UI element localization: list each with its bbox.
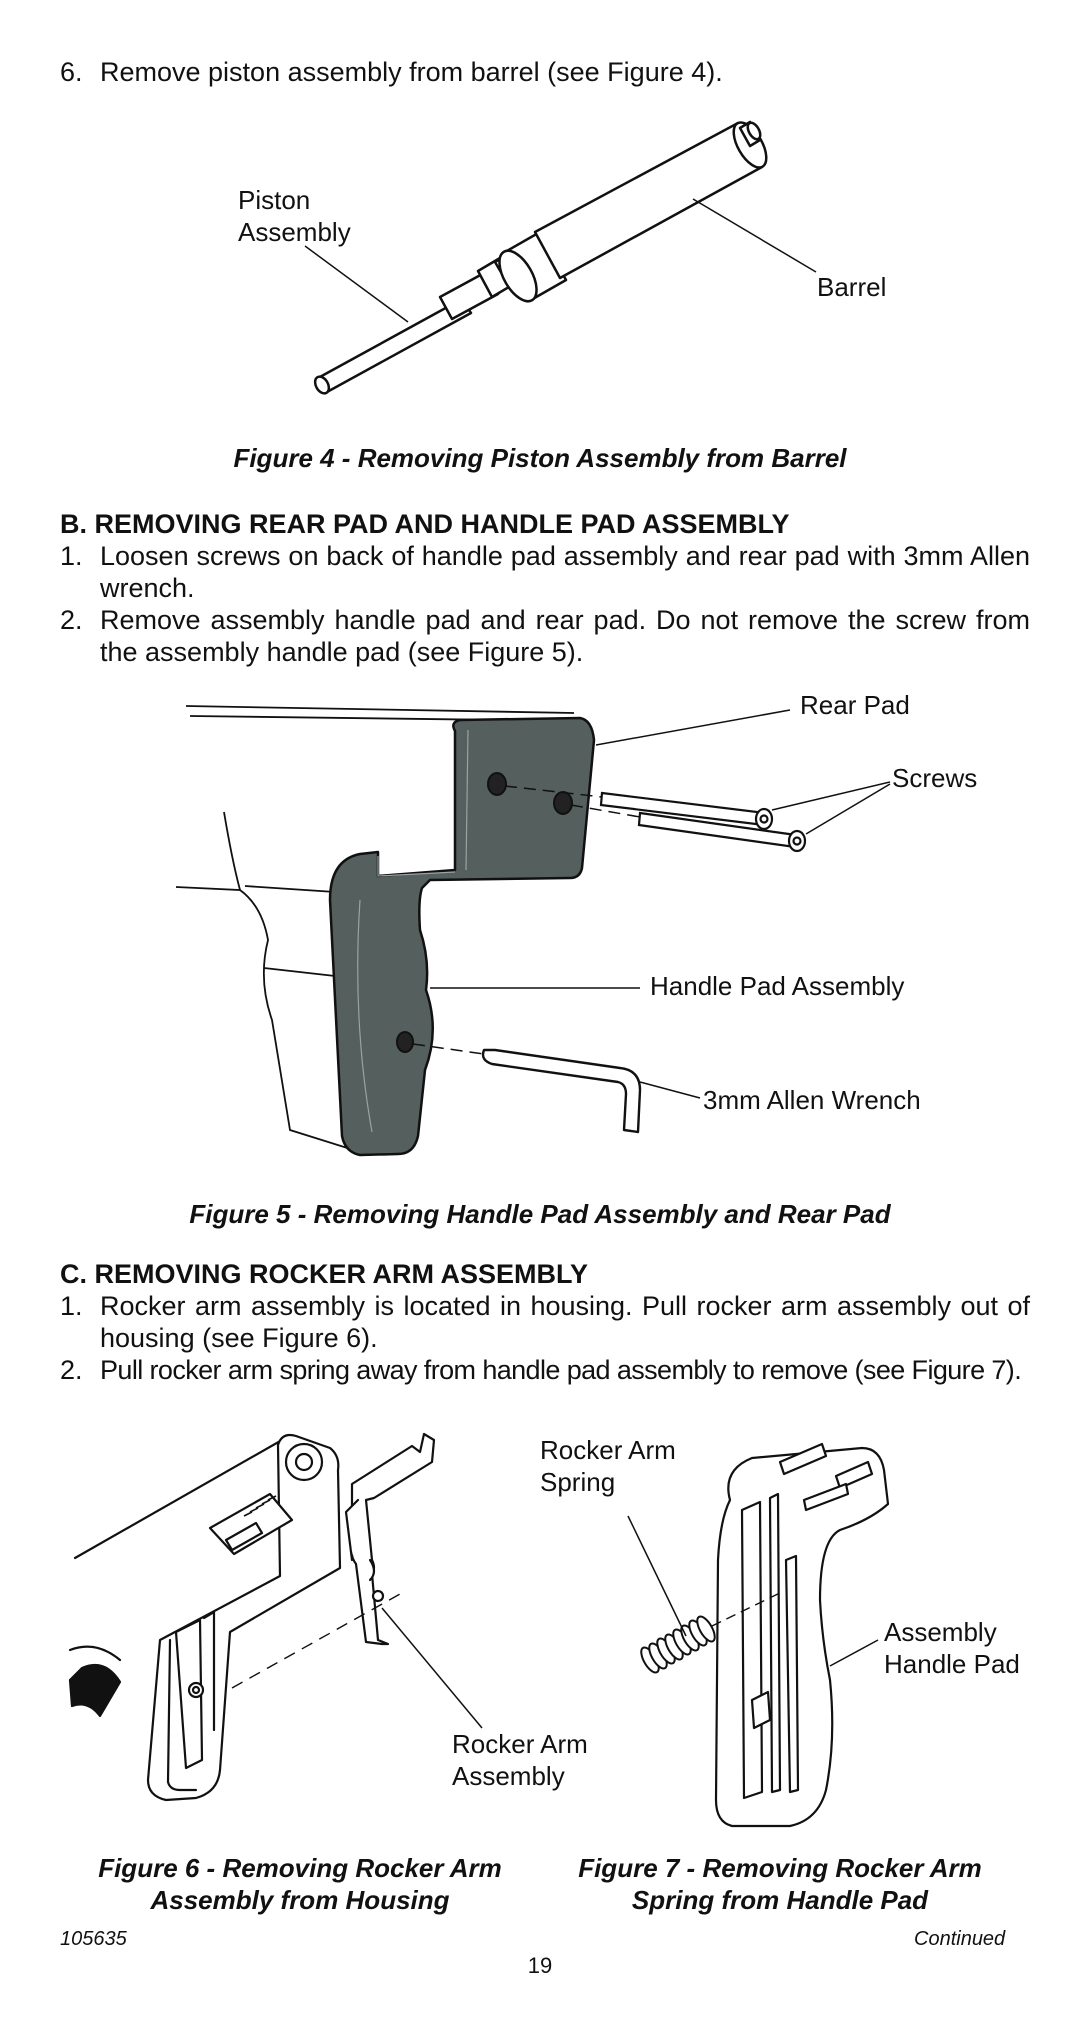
page-number: 19	[527, 1953, 553, 1978]
figure-4-caption: Figure 4 - Removing Piston Assembly from…	[233, 443, 847, 473]
step-number: 1.	[60, 541, 83, 571]
label-line: Assembly	[452, 1761, 565, 1791]
label-line: Piston	[238, 185, 311, 215]
step-number: 2.	[60, 1355, 83, 1385]
label-line: Spring	[540, 1467, 616, 1497]
label-rocker-arm-assembly: Rocker Arm Assembly	[452, 1728, 588, 1792]
step-text: Pull rocker arm spring away from handle …	[100, 1355, 1022, 1385]
label-handle-pad-assembly: Handle Pad Assembly	[650, 971, 905, 1001]
label-line: Rocker Arm	[452, 1729, 588, 1759]
caption-line: Figure 7 - Removing Rocker Arm	[578, 1853, 982, 1883]
section-c-step-1: 1. Rocker arm assembly is located in hou…	[60, 1290, 1030, 1354]
section-c-heading: C. REMOVING ROCKER ARM ASSEMBLY	[60, 1259, 589, 1289]
label-rear-pad: Rear Pad	[800, 690, 910, 720]
section-b-step-2: 2. Remove assembly handle pad and rear p…	[60, 604, 1030, 668]
continued-label: Continued	[914, 1928, 1006, 1950]
caption-line: Spring from Handle Pad	[631, 1885, 929, 1915]
step-text: Rocker arm assembly is located in housin…	[100, 1291, 1030, 1353]
step-number: 1.	[60, 1291, 83, 1321]
label-barrel: Barrel	[817, 272, 887, 302]
caption-line: Assembly from Housing	[150, 1885, 450, 1915]
figure-5-caption: Figure 5 - Removing Handle Pad Assembly …	[189, 1199, 891, 1229]
step-number: 2.	[60, 605, 83, 635]
caption-line: Figure 6 - Removing Rocker Arm	[98, 1853, 502, 1883]
step-number: 6.	[60, 57, 83, 87]
step-text: Remove piston assembly from barrel (see …	[100, 57, 723, 87]
label-assembly-handle-pad: Assembly Handle Pad	[884, 1616, 1020, 1680]
step-text: Loosen screws on back of handle pad asse…	[100, 541, 1030, 603]
document-number: 105635	[60, 1928, 127, 1950]
section-b-heading: B. REMOVING REAR PAD AND HANDLE PAD ASSE…	[60, 509, 790, 539]
label-piston-assembly: Piston Assembly	[238, 184, 351, 248]
figure-6-caption: Figure 6 - Removing Rocker Arm Assembly …	[55, 1852, 545, 1916]
section-c-step-2: 2. Pull rocker arm spring away from hand…	[60, 1354, 1030, 1386]
label-line: Assembly	[884, 1617, 997, 1647]
label-line: Handle Pad	[884, 1649, 1020, 1679]
figure-7-caption: Figure 7 - Removing Rocker Arm Spring fr…	[535, 1852, 1025, 1916]
label-line: Rocker Arm	[540, 1435, 676, 1465]
step-6: 6. Remove piston assembly from barrel (s…	[60, 56, 1030, 88]
label-allen-wrench: 3mm Allen Wrench	[703, 1085, 921, 1115]
label-line: Assembly	[238, 217, 351, 247]
step-text: Remove assembly handle pad and rear pad.…	[100, 605, 1030, 667]
label-rocker-arm-spring: Rocker Arm Spring	[540, 1434, 676, 1498]
label-screws: Screws	[892, 763, 978, 793]
section-b-step-1: 1. Loosen screws on back of handle pad a…	[60, 540, 1030, 604]
